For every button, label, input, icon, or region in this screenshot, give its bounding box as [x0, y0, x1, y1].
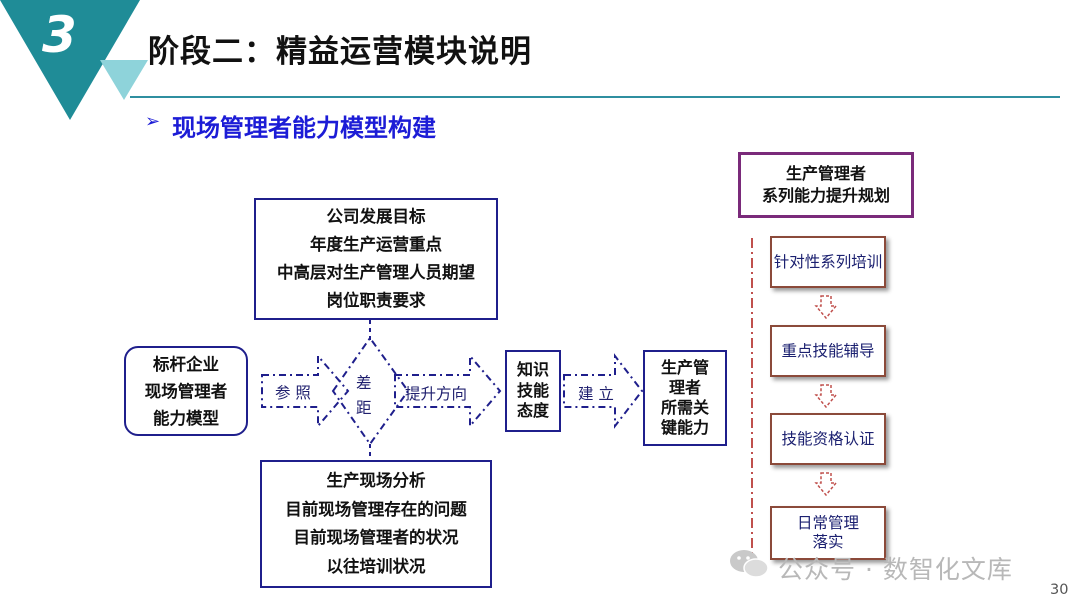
- step-daily-management: 日常管理 落实: [770, 506, 886, 560]
- analysis-line: 以往培训状况: [326, 556, 426, 576]
- direction-arrow-shape: [394, 353, 502, 429]
- plan-title-box: 生产管理者 系列能力提升规划: [738, 152, 914, 218]
- goal-line: 年度生产运营重点: [310, 235, 442, 254]
- needed-line: 生产管: [660, 358, 709, 377]
- section-number: 3: [42, 6, 77, 64]
- reference-arrow-shape: [261, 353, 350, 429]
- watermark: 公众号 · 数智化文库: [778, 555, 1013, 584]
- benchmark-line: 标杆企业: [153, 354, 219, 374]
- step-line: 落实: [812, 533, 844, 551]
- needed-line: 理者: [668, 378, 701, 397]
- goal-line: 岗位职责要求: [326, 291, 426, 310]
- down-arrow-icon: [814, 295, 838, 320]
- goal-line: 中高层对生产管理人员期望: [277, 263, 475, 282]
- goals-box: 公司发展目标 年度生产运营重点 中高层对生产管理人员期望 岗位职责要求: [254, 198, 498, 320]
- wechat-icon: [730, 550, 769, 578]
- ksa-line: 知识: [516, 360, 549, 380]
- ksa-box: 知识 技能 态度: [505, 350, 561, 432]
- page-number: 30: [1050, 582, 1069, 598]
- analysis-line: 生产现场分析: [326, 471, 426, 490]
- goal-line: 公司发展目标: [326, 207, 426, 226]
- step-key-skill-coaching: 重点技能辅导: [770, 325, 886, 377]
- reference-label: 参 照: [275, 384, 311, 402]
- analysis-line: 目前现场管理存在的问题: [285, 499, 467, 519]
- section-subtitle: 现场管理者能力模型构建: [172, 114, 436, 142]
- ksa-line: 态度: [516, 401, 549, 421]
- bullet-chevron-icon: ➢: [145, 111, 161, 132]
- plan-title-line: 生产管理者: [785, 164, 866, 183]
- down-arrow-icon: [814, 472, 838, 497]
- needed-line: 键能力: [660, 418, 709, 437]
- benchmark-box: 标杆企业 现场管理者 能力模型: [124, 346, 248, 436]
- step-targeted-training: 针对性系列培训: [770, 236, 886, 288]
- gap-arrow-shape: [331, 336, 410, 446]
- step-skill-certification: 技能资格认证: [770, 413, 886, 465]
- plan-title-line: 系列能力提升规划: [761, 186, 890, 205]
- analysis-box: 生产现场分析 目前现场管理存在的问题 目前现场管理者的状况 以往培训状况: [260, 460, 492, 588]
- ksa-line: 技能: [516, 380, 549, 400]
- down-arrow-icon: [814, 384, 838, 409]
- direction-label: 提升方向: [405, 385, 468, 403]
- build-label: 建 立: [578, 385, 614, 403]
- page-title: 阶段二：精益运营模块说明: [148, 34, 532, 70]
- benchmark-line: 能力模型: [153, 408, 219, 428]
- benchmark-line: 现场管理者: [144, 381, 228, 401]
- build-arrow-shape: [563, 353, 644, 429]
- needed-line: 所需关: [660, 398, 709, 417]
- gap-label-1: 差: [356, 374, 372, 392]
- needed-capabilities-box: 生产管 理者 所需关 键能力: [643, 350, 727, 446]
- step-line: 日常管理: [796, 514, 859, 532]
- section-corner-graphic: [0, 0, 148, 120]
- title-divider: [130, 96, 1060, 98]
- analysis-line: 目前现场管理者的状况: [293, 528, 459, 547]
- gap-label-2: 距: [356, 399, 372, 417]
